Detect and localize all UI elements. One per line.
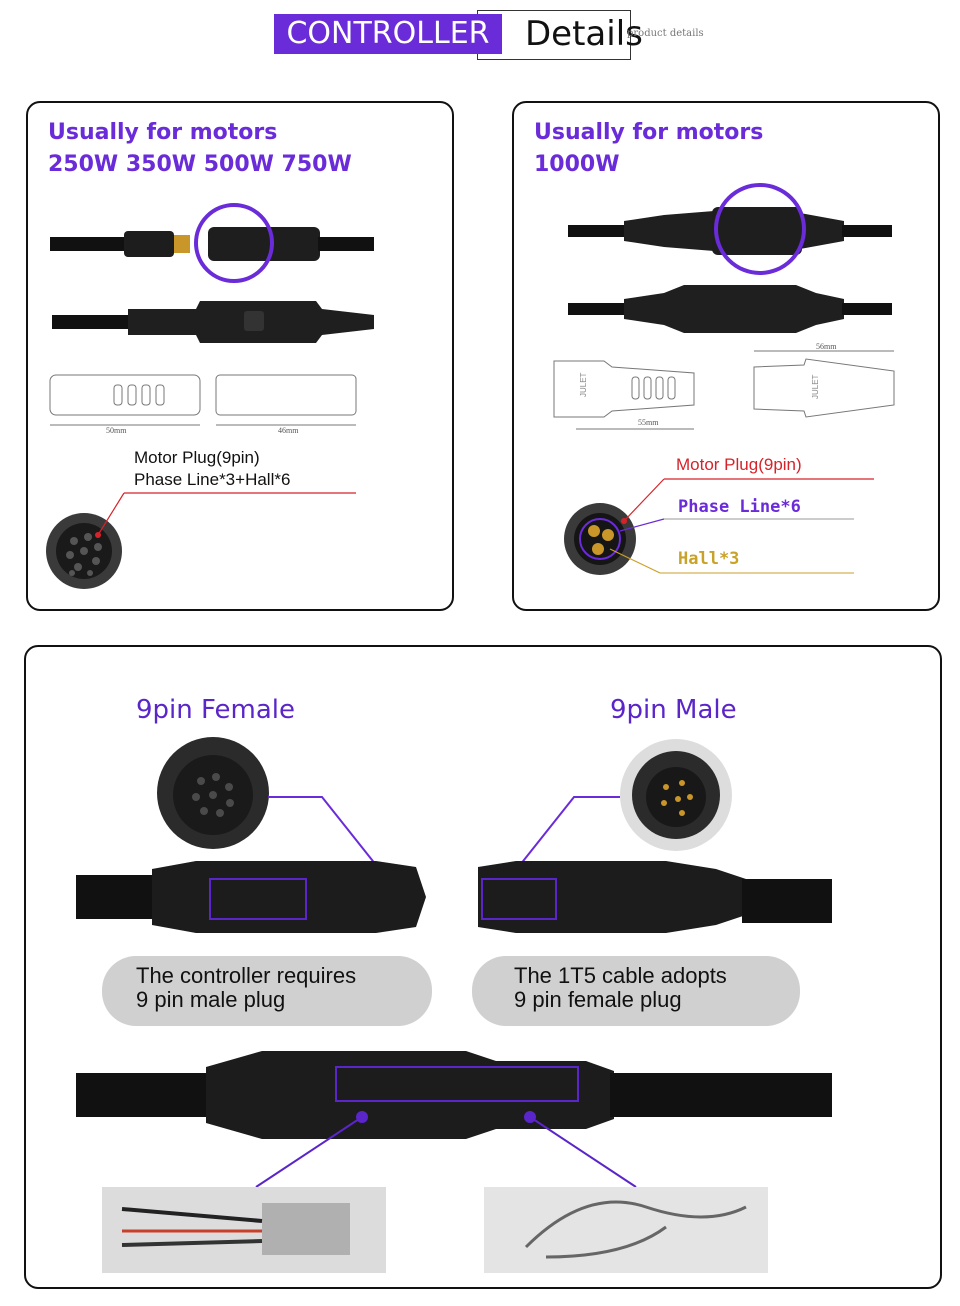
header-highlight: CONTROLLER (274, 14, 502, 54)
motor-plug-caption-1: Motor Plug(9pin) (134, 448, 260, 467)
panel-left-illustration: 50mm 46mm (46, 203, 374, 589)
hall-label: Hall*3 (678, 549, 740, 569)
julet-label-1: JULET (579, 372, 588, 397)
gold-pins (174, 235, 190, 253)
phase-line-label: Phase Line*6 (678, 497, 801, 517)
bubble-cable-line1: The 1T5 cable adopts (514, 963, 727, 988)
dim-55-label: 55mm (638, 418, 659, 427)
cable-left-1 (50, 237, 130, 251)
header-title: Details (525, 14, 643, 54)
female-connector (152, 861, 426, 933)
cable-right-1 (318, 237, 374, 251)
connector-female-body (208, 227, 320, 261)
panel-right-illustration: JULET JULET 55mm 56mm (553, 183, 895, 575)
julet-label-2: JULET (811, 374, 820, 399)
panel-right-title-2: 1000W (534, 152, 620, 177)
cable-1t5-photo (484, 1187, 768, 1273)
male-connector (478, 861, 746, 933)
panel-250-750w: Usually for motors 250W 350W 500W 750W 5… (26, 101, 454, 611)
tech-drawing-right (553, 350, 895, 430)
cable-left-2 (52, 315, 132, 329)
connector-male-body (124, 231, 174, 257)
panel-1000w: Usually for motors 1000W JULET JULET 55m… (512, 101, 940, 611)
bubble-cable: The 1T5 cable adopts 9 pin female plug (472, 956, 800, 1026)
bubble-controller-line2: 9 pin male plug (136, 987, 286, 1012)
highlight-circle-1000w (714, 183, 806, 275)
panel-9pin-illustration (76, 737, 832, 1273)
motor-plug-label-1000w: Motor Plug(9pin) (676, 455, 802, 474)
panel-9pin: 9pin Female 9pin Male The controller req… (24, 645, 942, 1289)
dim-right-label: 46mm (278, 426, 299, 435)
female-title: 9pin Female (136, 695, 296, 725)
motor-plug-caption: Motor Plug(9pin) Phase Line*3+Hall*6 (134, 447, 290, 491)
dim-left-label: 50mm (106, 426, 127, 435)
panel-left-title-1: Usually for motors (48, 120, 278, 145)
tech-drawing-left (49, 374, 357, 426)
bubble-cable-line2: 9 pin female plug (514, 987, 682, 1012)
header-details-box (477, 10, 631, 60)
bubble-controller: The controller requires 9 pin male plug (102, 956, 432, 1026)
dim-56-label: 56mm (816, 342, 837, 351)
panel-right-title-1: Usually for motors (534, 120, 764, 145)
motor-plug-caption-2: Phase Line*3+Hall*6 (134, 470, 291, 489)
header-subtitle: product details (627, 28, 704, 39)
bubble-controller-line1: The controller requires (136, 963, 357, 988)
male-title: 9pin Male (610, 695, 737, 725)
joined-9pin-connector (206, 1051, 614, 1139)
highlight-circle (194, 203, 274, 283)
panel-left-title-2: 250W 350W 500W 750W (48, 152, 352, 177)
